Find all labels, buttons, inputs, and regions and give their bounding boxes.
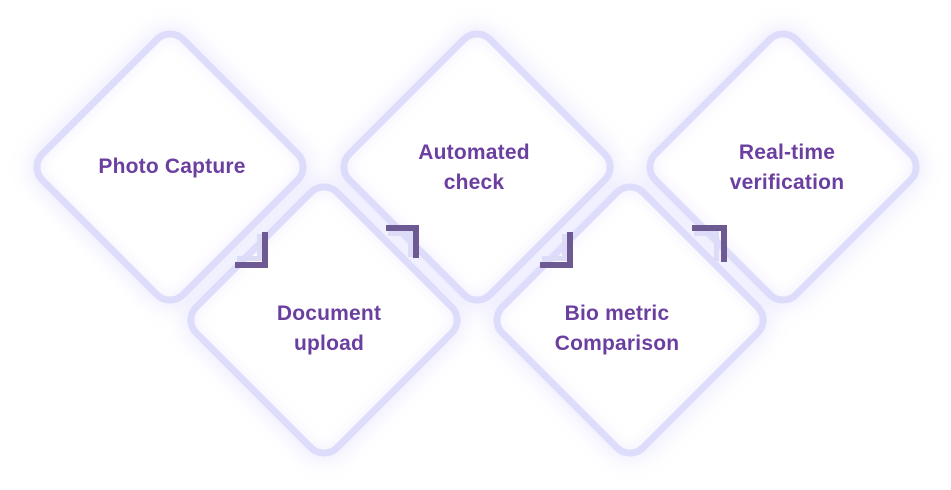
step-automated-check-label: Automated check bbox=[418, 138, 529, 198]
label-line: Real-time bbox=[738, 141, 836, 164]
corner-arrow-down-right-icon bbox=[540, 232, 574, 268]
corner-arrow-up-right-icon bbox=[386, 225, 420, 261]
corner-arrow-up-right-icon bbox=[692, 225, 727, 262]
label-line: Document bbox=[276, 302, 382, 325]
label-line: verification bbox=[729, 171, 845, 194]
label-line: Bio metric bbox=[564, 302, 670, 325]
label-line: Photo Capture bbox=[98, 155, 246, 178]
step-photo-capture-label: Photo Capture bbox=[98, 152, 245, 182]
label-line: upload bbox=[293, 332, 365, 355]
corner-arrow-down-right-icon bbox=[235, 232, 269, 268]
step-real-time-verification-label: Real-time verification bbox=[730, 138, 844, 198]
step-document-upload-label: Document upload bbox=[277, 299, 381, 359]
label-line: Comparison bbox=[554, 332, 680, 355]
label-line: Automated bbox=[418, 141, 530, 164]
step-bio-metric-comparison-label: Bio metric Comparison bbox=[555, 299, 680, 359]
label-line: check bbox=[443, 171, 505, 194]
